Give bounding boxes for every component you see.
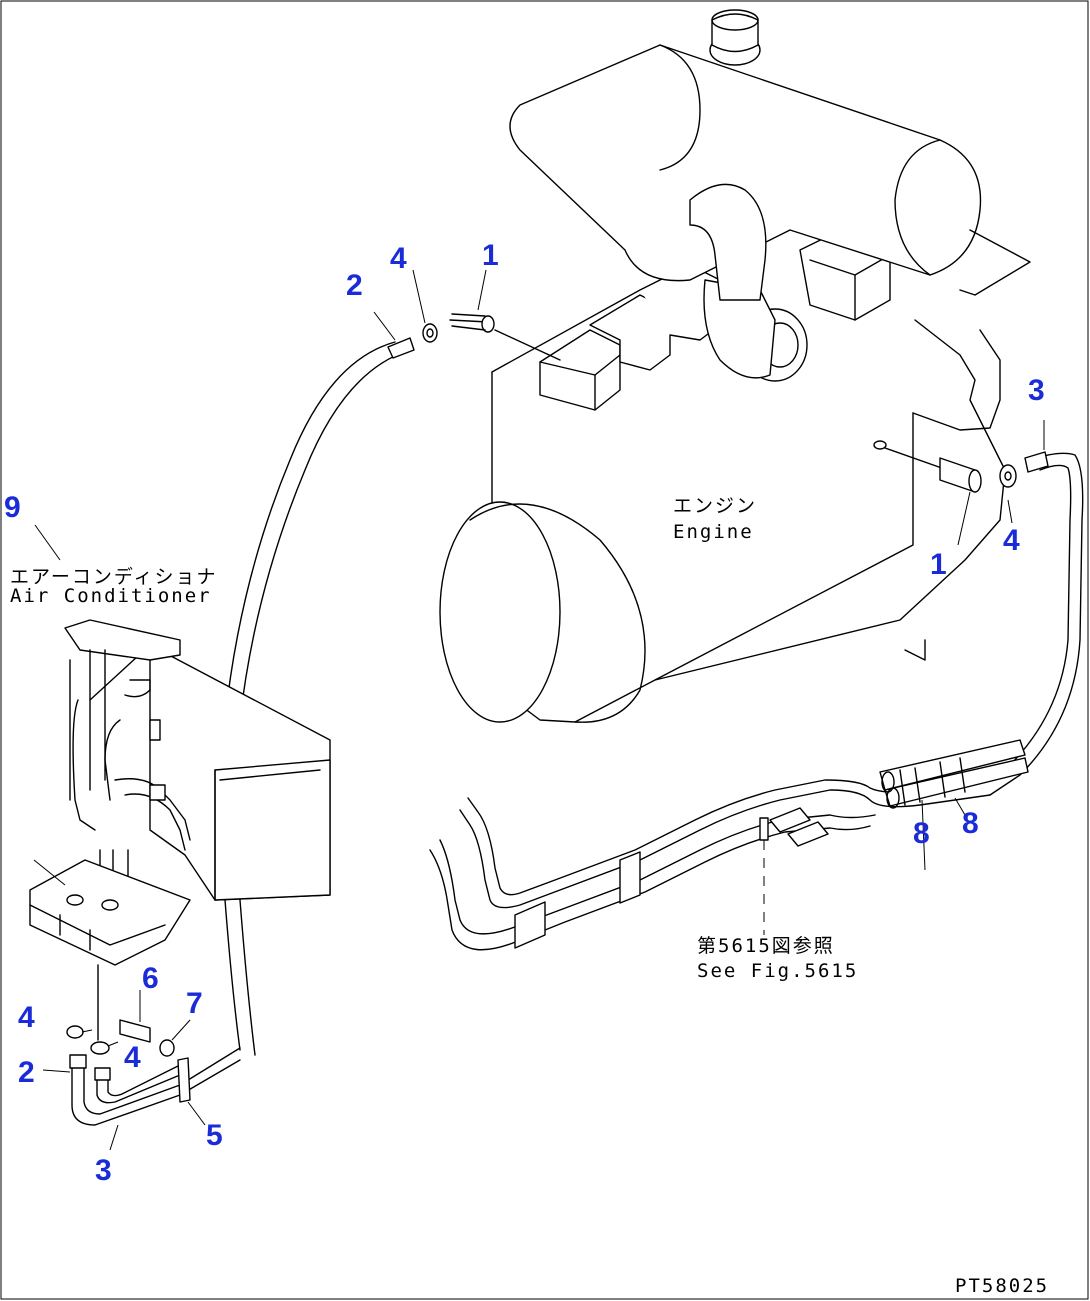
washer [159, 1039, 175, 1057]
callout-4-left: 4 [18, 1001, 35, 1034]
engine-label-en: Engine [673, 521, 754, 543]
bolt [119, 1019, 151, 1043]
leader-lines [33, 269, 1045, 1151]
callout-6: 6 [142, 962, 159, 995]
engine-assembly [439, 9, 1031, 723]
callout-1-top: 1 [482, 239, 499, 272]
air-conditioner-unit [29, 619, 331, 1126]
flywheel-housing [439, 501, 561, 723]
reference-label-en: See Fig.5615 [697, 960, 858, 982]
callout-2-left: 2 [18, 1056, 35, 1089]
fitting-top [422, 313, 561, 361]
callout-3-bottom: 3 [95, 1154, 112, 1187]
callout-4-top: 4 [390, 242, 407, 275]
hose-clamp-top [422, 323, 438, 343]
callout-2-top: 2 [346, 269, 363, 302]
mounting-plate [29, 859, 191, 966]
callout-3-right: 3 [1028, 374, 1045, 407]
callout-1-right: 1 [930, 548, 947, 581]
hose-3 [984, 451, 1084, 796]
hose-clamp-right [999, 464, 1017, 488]
drawing-code: PT58025 [955, 1275, 1049, 1297]
reference-label-jp: 第5615図参照 [697, 935, 835, 957]
fitting-right [939, 457, 1017, 493]
callout-7: 7 [186, 987, 203, 1020]
hose-clip [177, 1057, 191, 1103]
engine-label-jp: エンジン [673, 495, 757, 517]
aircon-label-en: Air Conditioner [10, 585, 212, 607]
callout-4-right: 4 [1003, 524, 1020, 557]
aircon-label-jp: エアーコンディショナ [10, 566, 218, 588]
callout-5: 5 [206, 1119, 223, 1152]
hose-2 [220, 337, 415, 1056]
callout-4-mid: 4 [124, 1041, 141, 1074]
callout-8-b: 8 [962, 807, 979, 840]
callout-8-a: 8 [913, 817, 930, 850]
callout-9: 9 [4, 491, 21, 524]
hose-bundle [429, 739, 1029, 951]
